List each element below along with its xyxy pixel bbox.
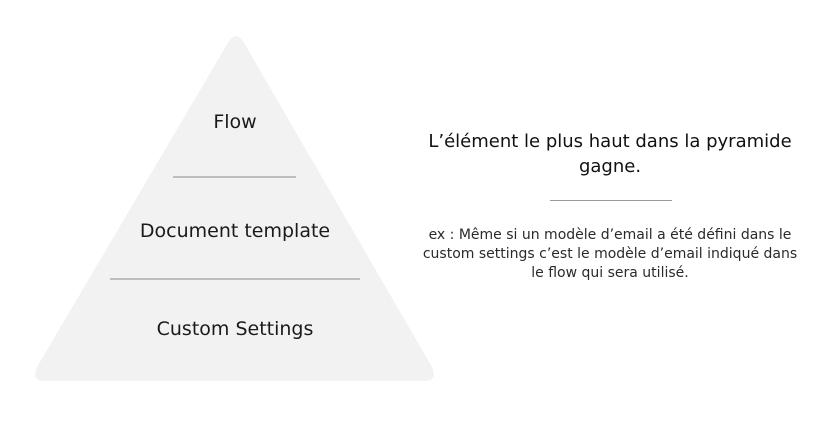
tier-label-flow: Flow — [213, 111, 257, 133]
tier-label-custom-settings: Custom Settings — [156, 318, 314, 340]
pyramid-shape — [35, 36, 434, 381]
headline-text: L’élément le plus haut dans la pyramide … — [428, 131, 792, 177]
tier-label-document-template: Document template — [139, 220, 331, 242]
example-text: ex : Même si un modèle d’email a été déf… — [422, 227, 798, 281]
headline-divider — [550, 200, 672, 201]
